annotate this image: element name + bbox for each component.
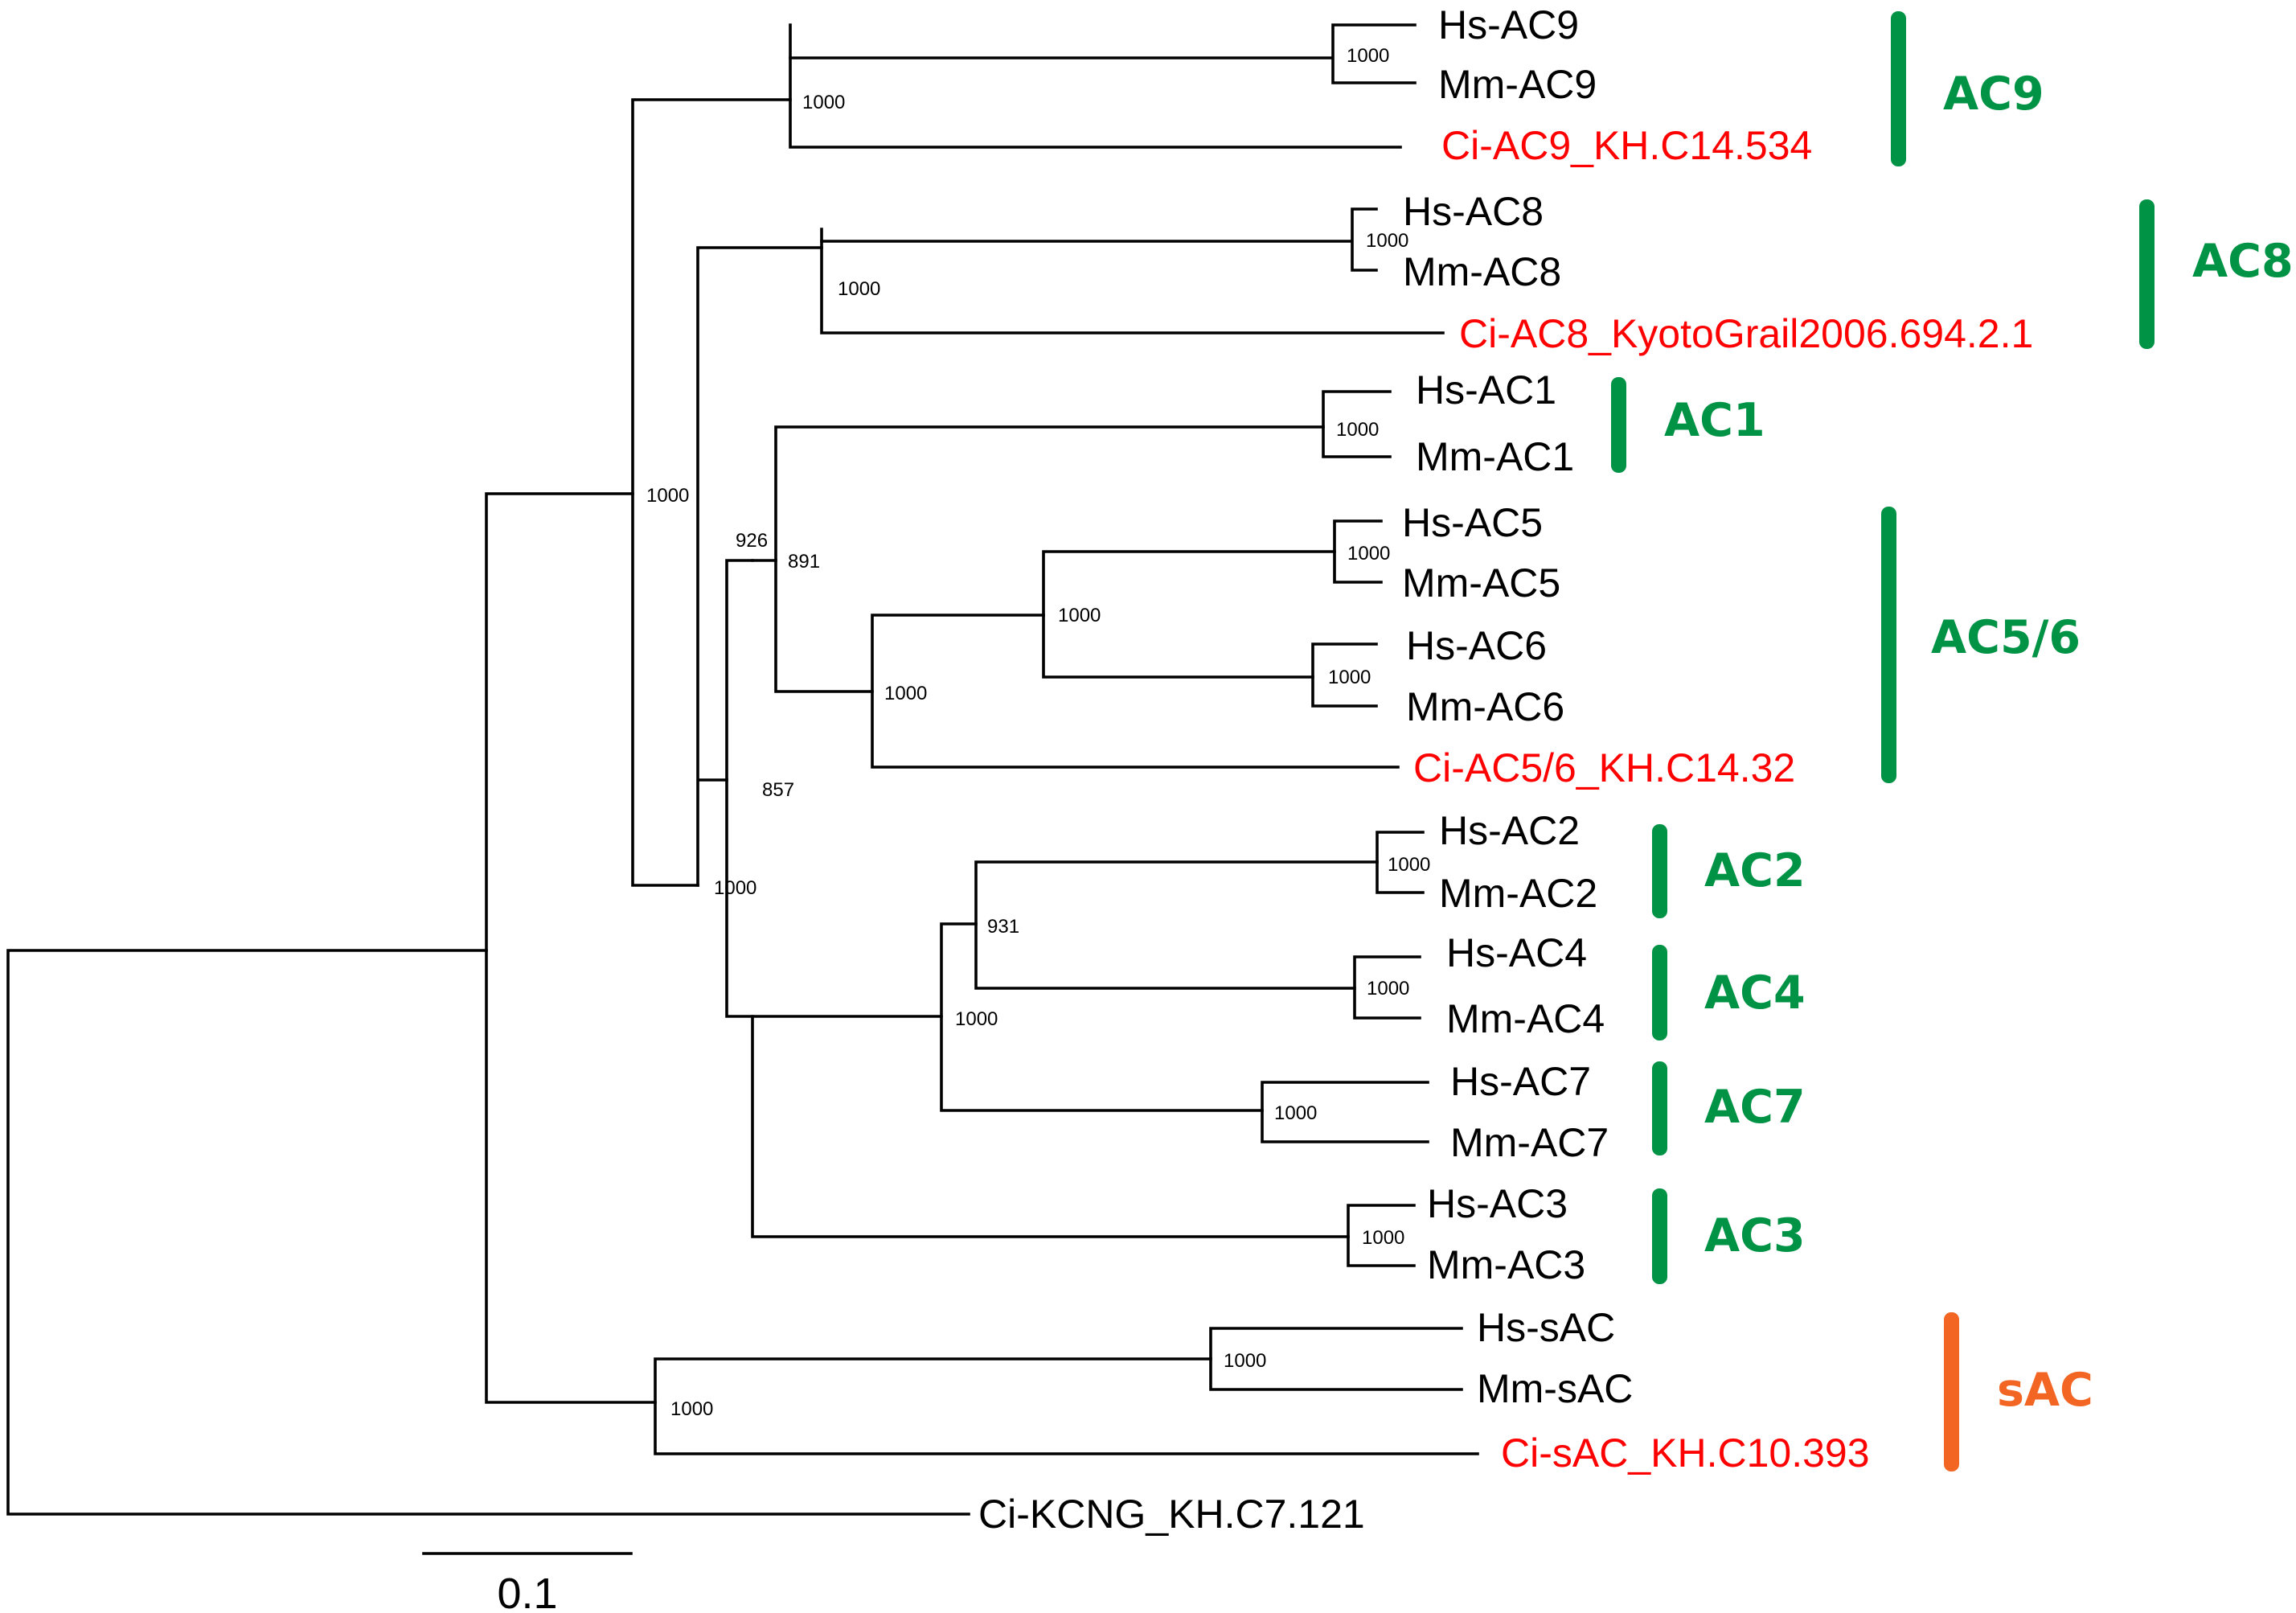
group-bar-ac9 [1891,11,1906,166]
bootstrap-values: 1000 1000 1000 1000 1000 1000 1000 1000 … [646,45,1430,1420]
taxon-label: Mm-sAC [1477,1366,1633,1411]
branch-ac4-pair [1353,955,1421,1020]
bootstrap-value: 931 [987,916,1019,938]
taxon-label: Mm-AC7 [1450,1120,1609,1165]
branch-ac9-pair [789,23,1417,84]
bootstrap-value: 1000 [1347,543,1390,564]
branch-ac3-pair [1347,1204,1416,1267]
branch-ac6-pair [1311,642,1378,708]
taxon-label: Hs-AC1 [1416,367,1556,412]
taxon-label: Mm-AC8 [1403,249,1561,294]
group-bar-ac1 [1611,377,1626,473]
branch-ac8-clade [820,228,1445,335]
bootstrap-value: 1000 [1366,230,1408,252]
bootstrap-value: 1000 [1336,419,1379,441]
bootstrap-value: 1000 [1388,854,1430,876]
branch-ac7-pair [1261,1081,1429,1143]
branch-857-node [751,1015,1350,1238]
bootstrap-value: 1000 [1347,45,1389,67]
branch-root [6,949,970,1516]
bootstrap-value: 1000 [646,485,689,507]
taxon-label: Mm-AC6 [1406,684,1564,729]
scale-bar-label: 0.1 [497,1570,557,1613]
group-label-ac1: AC1 [1664,394,1765,447]
group-label-sac: sAC [1997,1364,2093,1417]
taxon-label: Ci-sAC_KH.C10.393 [1501,1430,1870,1476]
taxon-label: Ci-AC5/6_KH.C14.32 [1413,745,1795,790]
branch-ingroup [485,492,657,1404]
bootstrap-value: 1000 [1362,1227,1404,1249]
taxon-label: Hs-AC2 [1439,808,1580,853]
group-bar-ac4 [1652,945,1667,1040]
taxon-label: Hs-AC3 [1427,1181,1568,1226]
bootstrap-value: 1000 [714,877,756,899]
bootstrap-value: 857 [762,779,794,801]
bootstrap-value: 1000 [1058,605,1101,626]
branch-ac8-pair [820,207,1378,272]
taxon-label: Mm-AC2 [1439,871,1597,916]
group-bar-ac3 [1652,1188,1667,1284]
branch-ac9-clade [789,23,1402,149]
bootstrap-value: 1000 [838,278,880,300]
taxon-label: Mm-AC4 [1446,996,1605,1041]
group-label-ac56: AC5/6 [1931,611,2081,664]
branch-904-node [725,559,754,1018]
branch-ac2-pair [1376,831,1425,894]
group-bar-sac [1944,1312,1959,1471]
group-bar-ac2 [1652,824,1667,918]
taxon-label: Mm-AC5 [1402,560,1560,605]
group-bar-ac56 [1881,507,1896,783]
group-bar-ac8 [2139,199,2155,349]
branch-ac56-split [1042,550,1336,679]
group-label-ac2: AC2 [1704,844,1806,897]
bootstrap-value: 926 [736,530,768,552]
branch-926-node [774,425,1325,693]
branch-ac247-clade [940,922,1264,1112]
tree-branches [6,23,1479,1516]
taxon-label: Ci-AC9_KH.C14.534 [1441,123,1812,168]
taxon-label: Hs-AC6 [1406,623,1547,668]
group-label-ac4: AC4 [1704,967,1806,1020]
group-label-ac3: AC3 [1704,1209,1806,1262]
group-label-ac9: AC9 [1943,68,2044,121]
group-label-ac7: AC7 [1704,1081,1806,1134]
taxon-label: Mm-AC9 [1438,62,1597,107]
bootstrap-value: 891 [788,551,820,573]
scale-bar: 0.1 [422,1552,633,1613]
taxon-labels: Hs-AC9 Mm-AC9 Ci-AC9_KH.C14.534 Hs-AC8 M… [978,2,2033,1537]
branch-ac1-pair [1322,390,1392,458]
group-annotations: AC9 AC8 AC1 AC5/6 AC2 AC4 AC7 AC3 sAC [1611,11,2294,1471]
branch-ac5-pair [1333,519,1383,584]
group-bar-ac7 [1652,1061,1667,1155]
bootstrap-value: 1000 [955,1008,998,1030]
taxon-label: Hs-AC5 [1402,500,1543,545]
taxon-label: Hs-AC7 [1450,1059,1591,1104]
bootstrap-value: 1000 [1224,1350,1266,1372]
taxon-label: Hs-AC9 [1438,2,1579,47]
taxon-label: Hs-AC4 [1446,930,1587,975]
bootstrap-value: 1000 [1274,1102,1317,1124]
bootstrap-value: 1000 [670,1398,713,1420]
taxon-label: Mm-AC1 [1416,434,1574,479]
taxon-label: Hs-sAC [1477,1305,1615,1350]
branch-top-node [631,98,792,887]
group-label-ac8: AC8 [2192,235,2294,288]
taxon-label: Ci-AC8_KyotoGrail2006.694.2.1 [1459,311,2033,356]
branch-sac-clade [654,1357,1479,1455]
taxon-label: Hs-AC8 [1403,189,1544,234]
branch-ac56-clade [871,614,1400,769]
bootstrap-value: 1000 [1328,667,1371,688]
bootstrap-value: 1000 [884,683,927,704]
bootstrap-value: 1000 [1367,978,1409,999]
taxon-label: Mm-AC3 [1427,1242,1585,1287]
bootstrap-value: 1000 [802,92,845,113]
branch-931-node [974,860,1379,990]
branch-sac-pair [1209,1327,1463,1391]
taxon-label: Ci-KCNG_KH.C7.121 [978,1492,1365,1537]
branch-868-node [696,246,823,887]
